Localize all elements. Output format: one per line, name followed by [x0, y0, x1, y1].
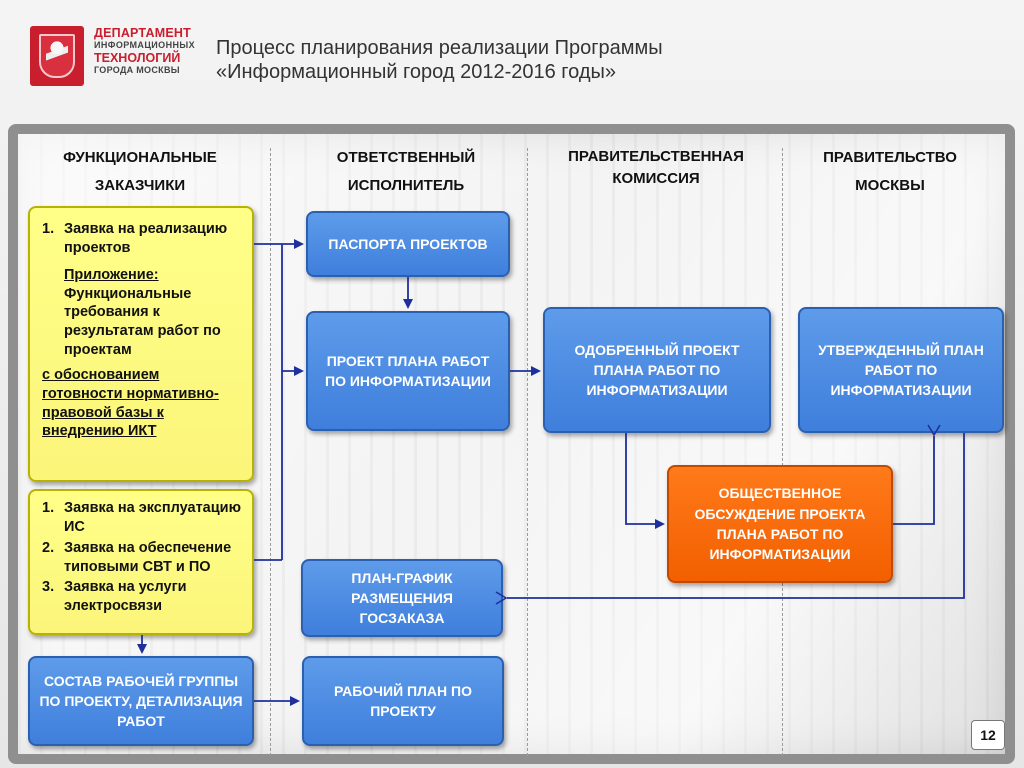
list-item-text: Заявка на эксплуатацию ИС — [64, 500, 241, 535]
box-label: ПЛАН-ГРАФИК РАЗМЕЩЕНИЯ ГОСЗАКАЗА — [351, 569, 453, 627]
column-header-responsible-executor: ОТВЕТСТВЕННЫЙ ИСПОЛНИТЕЛЬ — [300, 144, 512, 200]
box-label: ПРОЕКТ ПЛАНА РАБОТ ПО ИНФОРМАТИЗАЦИИ — [325, 352, 491, 389]
list-item-text: Заявка на реализацию проектов — [64, 221, 228, 256]
logo-line-4: ГОРОДА МОСКВЫ — [94, 65, 180, 76]
list-item-text: Заявка на услуги электросвязи — [64, 579, 187, 615]
list-item: 2. Заявка на обеспечение типовыми СВТ и П… — [42, 539, 242, 577]
column-header-line: ПРАВИТЕЛЬСТВО — [823, 149, 957, 166]
arrow-to-approved-plan — [893, 424, 941, 525]
box-label: ПАСПОРТА ПРОЕКТОВ — [328, 235, 488, 252]
project-application-box: 1. Заявка на реализацию проектов Приложе… — [28, 206, 254, 482]
list-item: 3. Заявка на услуги электросвязи — [42, 578, 242, 616]
column-header-line: ИСПОЛНИТЕЛЬ — [347, 177, 465, 194]
column-header-government-commission: ПРАВИТЕЛЬСТВЕННАЯ КОМИССИЯ — [536, 146, 776, 190]
column-header-line: ЗАКАЗЧИКИ — [94, 177, 186, 194]
working-group-box: СОСТАВ РАБОЧЕЙ ГРУППЫ ПО ПРОЕКТУ, ДЕТАЛИ… — [28, 656, 254, 746]
moscow-coat-of-arms-logo — [30, 26, 84, 86]
approved-plan-box: УТВЕРЖДЕННЫЙ ПЛАН РАБОТ ПО ИНФОРМАТИЗАЦИ… — [798, 307, 1004, 433]
logo-line-1: ДЕПАРТАМЕНТ — [94, 26, 191, 40]
list-item-text: Заявка на обеспечение типовыми СВТ и ПО — [64, 539, 232, 575]
column-header-functional-customers: ФУНКЦИОНАЛЬНЫЕ ЗАКАЗЧИКИ — [26, 144, 254, 200]
logo-line-3: ТЕХНОЛОГИЙ — [94, 50, 181, 65]
approved-draft-plan-box: ОДОБРЕННЫЙ ПРОЕКТ ПЛАНА РАБОТ ПО ИНФОРМА… — [543, 307, 771, 433]
column-divider — [270, 148, 271, 756]
slide-title-line-1: Процесс планирования реализации Программ… — [216, 37, 663, 59]
project-work-plan-box: РАБОЧИЙ ПЛАН ПО ПРОЕКТУ — [302, 656, 504, 746]
list-number: 3. — [42, 579, 55, 596]
arrow-to-procurement-schedule — [495, 433, 965, 605]
department-logo-text: ДЕПАРТАМЕНТ ИНФОРМАЦИОННЫХ ТЕХНОЛОГИЙ ГО… — [94, 26, 214, 75]
public-discussion-box: ОБЩЕСТВЕННОЕ ОБСУЖДЕНИЕ ПРОЕКТА ПЛАНА РА… — [667, 465, 893, 583]
list-item: 1. Заявка на реализацию проектов — [42, 220, 242, 258]
column-divider — [527, 148, 528, 756]
list-number: 2. — [42, 539, 55, 556]
column-divider — [782, 148, 783, 756]
list-item: 1. Заявка на эксплуатацию ИС — [42, 499, 242, 537]
slide-title-line-2: «Информационный город 2012-2016 годы» — [216, 61, 616, 83]
box-label: РАБОЧИЙ ПЛАН ПО ПРОЕКТУ — [334, 682, 472, 719]
box-label: ОБЩЕСТВЕННОЕ ОБСУЖДЕНИЕ ПРОЕКТА ПЛАНА РА… — [694, 485, 866, 563]
column-header-line: МОСКВЫ — [855, 177, 925, 194]
draft-plan-box: ПРОЕКТ ПЛАНА РАБОТ ПО ИНФОРМАТИЗАЦИИ — [306, 311, 510, 431]
appendix-label: Приложение: — [64, 266, 159, 283]
justification-text: с обоснованием готовности нормативно-пра… — [42, 366, 219, 440]
appendix-text: Функциональные требования к результатам … — [64, 285, 221, 359]
operations-applications-box: 1. Заявка на эксплуатацию ИС 2. Заявка на о… — [28, 489, 254, 635]
box-label: СОСТАВ РАБОЧЕЙ ГРУППЫ ПО ПРОЕКТУ, ДЕТАЛИ… — [39, 672, 243, 730]
project-passports-box: ПАСПОРТА ПРОЕКТОВ — [306, 211, 510, 277]
list-number: 1. — [42, 500, 55, 516]
list-number: 1. — [42, 221, 55, 237]
box-label: УТВЕРЖДЕННЫЙ ПЛАН РАБОТ ПО ИНФОРМАТИЗАЦИ… — [818, 341, 984, 399]
column-header-line: ПРАВИТЕЛЬСТВЕННАЯ — [568, 148, 744, 165]
column-header-moscow-government: ПРАВИТЕЛЬСТВО МОСКВЫ — [790, 144, 990, 200]
logo-line-2: ИНФОРМАЦИОННЫХ — [94, 40, 195, 51]
column-header-line: ОТВЕТСТВЕННЫЙ — [336, 149, 476, 166]
box-label: ОДОБРЕННЫЙ ПРОЕКТ ПЛАНА РАБОТ ПО ИНФОРМА… — [574, 341, 740, 399]
column-header-line: КОМИССИЯ — [612, 170, 700, 187]
arrow-to-public-discussion — [625, 433, 665, 529]
horse-rider-icon — [46, 40, 68, 66]
page-number: 12 — [971, 720, 1005, 750]
slide-title: Процесс планирования реализации Программ… — [216, 36, 936, 84]
column-header-line: ФУНКЦИОНАЛЬНЫЕ — [63, 149, 217, 166]
